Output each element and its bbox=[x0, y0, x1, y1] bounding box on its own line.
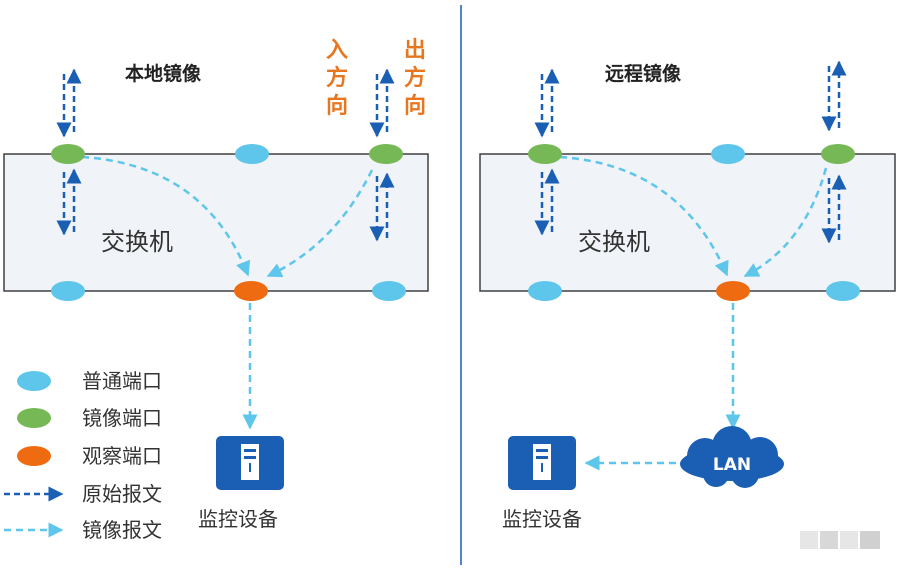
observe-port bbox=[234, 281, 268, 301]
legend: 普通端口 镜像端口 观察端口 原始报文 镜像报文 bbox=[4, 369, 162, 542]
local-switch-box bbox=[3, 153, 429, 292]
observe-port-icon bbox=[17, 446, 51, 466]
legend-label: 观察端口 bbox=[82, 444, 162, 468]
legend-item: 原始报文 bbox=[4, 482, 162, 506]
monitoring-device-icon bbox=[216, 436, 284, 490]
remote-title: 远程镜像 bbox=[605, 62, 682, 85]
normal-port bbox=[51, 281, 85, 301]
mirror-port bbox=[528, 144, 562, 164]
inbound-char-3: 向 bbox=[326, 93, 348, 119]
mirror-port bbox=[369, 144, 403, 164]
inbound-direction-label: 入 方 向 bbox=[326, 38, 348, 119]
lan-label: LAN bbox=[713, 455, 751, 475]
remote-switch-label: 交换机 bbox=[578, 228, 650, 256]
outbound-char-2: 方 bbox=[404, 65, 426, 91]
mirror-packet-arrow bbox=[559, 155, 729, 277]
local-mirroring-panel: 本地镜像 入 方 向 出 方 向 交换机 bbox=[3, 38, 429, 531]
normal-port bbox=[528, 281, 562, 301]
normal-port-icon bbox=[17, 371, 51, 391]
blurred-watermark bbox=[800, 531, 880, 549]
mirror-packet-arrow bbox=[743, 167, 828, 278]
mirror-packet-arrow bbox=[266, 169, 374, 278]
legend-label: 镜像端口 bbox=[82, 406, 162, 430]
lan-cloud-icon bbox=[680, 426, 784, 488]
mirror-packet-arrow bbox=[81, 155, 251, 277]
legend-item: 普通端口 bbox=[17, 369, 162, 393]
legend-label: 原始报文 bbox=[82, 482, 162, 506]
remote-device-label: 监控设备 bbox=[502, 507, 582, 531]
observe-port bbox=[716, 281, 750, 301]
legend-item: 镜像端口 bbox=[17, 406, 162, 430]
outbound-char-1: 出 bbox=[404, 38, 426, 63]
mirror-port-icon bbox=[17, 408, 51, 428]
outbound-direction-label: 出 方 向 bbox=[404, 38, 426, 119]
normal-port bbox=[235, 144, 269, 164]
local-switch-label: 交换机 bbox=[101, 228, 173, 256]
legend-item: 观察端口 bbox=[17, 444, 162, 468]
inbound-char-1: 入 bbox=[326, 38, 348, 63]
legend-label: 普通端口 bbox=[82, 369, 162, 393]
normal-port bbox=[711, 144, 745, 164]
local-device-label: 监控设备 bbox=[198, 507, 278, 531]
local-title: 本地镜像 bbox=[125, 62, 202, 85]
monitoring-device-icon bbox=[508, 436, 576, 490]
legend-item: 镜像报文 bbox=[4, 518, 162, 542]
outbound-char-3: 向 bbox=[404, 93, 426, 119]
normal-port bbox=[372, 281, 406, 301]
mirror-port bbox=[821, 144, 855, 164]
remote-mirroring-panel: 远程镜像 交换机 L bbox=[479, 60, 896, 531]
legend-label: 镜像报文 bbox=[82, 518, 162, 542]
normal-port bbox=[826, 281, 860, 301]
inbound-char-2: 方 bbox=[326, 65, 348, 91]
mirror-port bbox=[51, 144, 85, 164]
